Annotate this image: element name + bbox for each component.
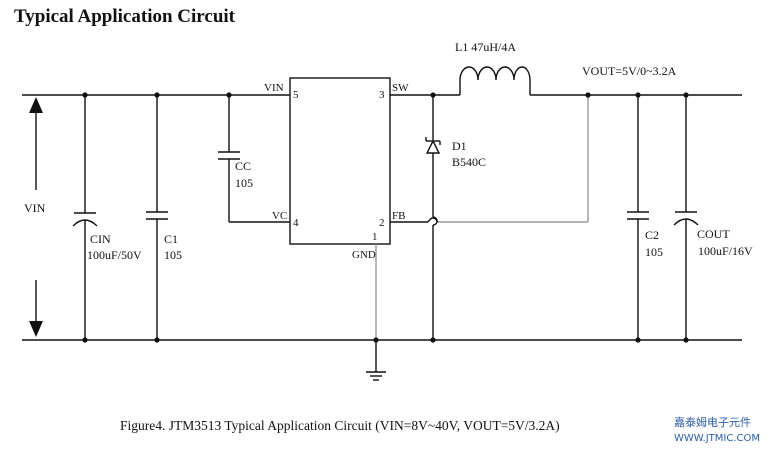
c1-value: 105 xyxy=(164,248,182,262)
cout-capacitor xyxy=(673,95,699,340)
c1-capacitor xyxy=(146,95,168,340)
figure-caption: Figure4. JTM3513 Typical Application Cir… xyxy=(120,418,560,433)
pin-vc-num: 4 xyxy=(293,217,299,229)
diode-ref: D1 xyxy=(452,139,467,153)
pin-sw-name: SW xyxy=(392,82,409,94)
pin-vin-name: VIN xyxy=(264,82,284,94)
pin-vc-name: VC xyxy=(272,210,287,222)
cin-value: 100uF/50V xyxy=(87,248,142,262)
page-title: Typical Application Circuit xyxy=(14,6,235,27)
pin-gnd-name: GND xyxy=(352,249,376,261)
vin-arrow-down xyxy=(29,280,43,337)
c2-ref: C2 xyxy=(645,228,659,242)
ground-symbol xyxy=(366,371,386,381)
pin-sw-num: 3 xyxy=(379,89,385,101)
c2-capacitor xyxy=(627,95,649,340)
pin-vin-num: 5 xyxy=(293,89,299,101)
watermark-chinese: 嘉泰姆电子元件 xyxy=(674,415,751,429)
pin-fb-num: 2 xyxy=(379,217,385,229)
inductor-label: L1 47uH/4A xyxy=(455,40,516,54)
cin-capacitor xyxy=(72,95,98,340)
cc-capacitor xyxy=(218,95,290,223)
cout-ref: COUT xyxy=(697,227,730,241)
cout-value: 100uF/16V xyxy=(698,244,753,258)
cc-ref: CC xyxy=(235,159,251,173)
inductor-l1 xyxy=(459,66,531,95)
pin-gnd-num: 1 xyxy=(372,231,378,243)
vin-label: VIN xyxy=(24,201,46,215)
pin-fb-name: FB xyxy=(392,210,405,222)
cc-value: 105 xyxy=(235,176,253,190)
c2-value: 105 xyxy=(645,245,663,259)
c1-ref: C1 xyxy=(164,232,178,246)
cin-ref: CIN xyxy=(90,232,111,246)
vout-label: VOUT=5V/0~3.2A xyxy=(582,64,677,78)
watermark-url: WWW.JTMIC.COM xyxy=(674,433,760,444)
vin-arrow-up xyxy=(29,97,43,190)
diode-value: B540C xyxy=(452,155,486,169)
diode-d1 xyxy=(425,95,441,340)
ic-body xyxy=(289,77,391,245)
